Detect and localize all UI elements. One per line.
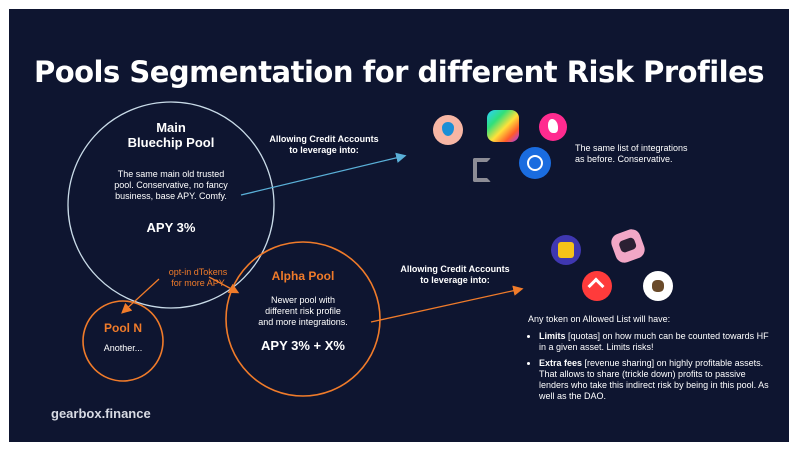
pool-n-name: Pool N: [104, 321, 142, 335]
optin-line1: opt-in dTokens: [168, 267, 228, 277]
convex-icon: [469, 154, 497, 188]
arrow-bottom: [370, 285, 524, 323]
alpha-pool-desc-line2: different risk profile: [265, 306, 341, 316]
maker-icon: [582, 271, 612, 301]
arrow-bottom-label: Allowing Credit Accounts to leverage int…: [385, 264, 525, 286]
bullet-limits-bold: Limits: [539, 331, 566, 341]
alpha-pool-name: Alpha Pool: [271, 269, 335, 283]
main-pool-desc-line2: pool. Conservative, no fancy: [114, 180, 228, 190]
pool-n-circle: [82, 300, 164, 382]
curve-icon: [487, 110, 519, 142]
lido-icon: [433, 115, 463, 145]
integrations-line1: The same list of integrations: [575, 143, 688, 153]
uniswap-icon: [539, 113, 567, 141]
cow-icon: [643, 271, 673, 301]
bullet-limits: Limits [quotas] on how much can be count…: [539, 331, 773, 353]
integrations-note: The same list of integrations as before.…: [575, 143, 775, 165]
alpha-pool-circle: [225, 241, 381, 397]
arrow-top-label-line1: Allowing Credit Accounts: [269, 134, 379, 144]
arrow-bottom-label-line1: Allowing Credit Accounts: [400, 264, 510, 274]
bullet-fees-bold: Extra fees: [539, 358, 583, 368]
pool-n-description: Another...: [103, 343, 143, 353]
arrow-top: [240, 152, 407, 196]
allowed-list: Any token on Allowed List will have: Lim…: [528, 314, 773, 407]
main-pool-desc-line3: business, base APY. Comfy.: [115, 191, 227, 201]
main-pool-name-line1: Main: [156, 120, 186, 135]
alpha-pool-apy: APY 3% + X%: [261, 338, 345, 353]
main-pool-description: The same main old trusted pool. Conserva…: [101, 169, 241, 202]
slide-title: Pools Segmentation for different Risk Pr…: [33, 55, 765, 89]
allowed-intro: Any token on Allowed List will have:: [528, 314, 671, 324]
bullet-limits-text: [quotas] on how much can be counted towa…: [539, 331, 769, 352]
main-pool-circle: [67, 101, 275, 309]
allowed-bullets: Limits [quotas] on how much can be count…: [528, 331, 773, 402]
main-pool-apy: APY 3%: [146, 220, 196, 235]
alpha-pool-desc-line1: Newer pool with: [270, 295, 336, 305]
bullet-fees-text: [revenue sharing] on highly profitable a…: [539, 358, 769, 401]
arrow-to-alpha: [208, 276, 240, 294]
alpha-pool-description: Newer pool with different risk profile a…: [243, 295, 363, 328]
integrations-line2: as before. Conservative.: [575, 154, 673, 164]
arrow-bottom-label-line2: to leverage into:: [420, 275, 490, 285]
optin-label: opt-in dTokens for more APY: [150, 267, 246, 289]
optin-line2: for more APY: [171, 278, 225, 288]
footer-brand: gearbox.finance: [51, 406, 151, 421]
yfi-icon: [551, 235, 581, 265]
slide: Pools Segmentation for different Risk Pr…: [9, 9, 789, 442]
arrow-top-label-line2: to leverage into:: [289, 145, 359, 155]
main-pool-desc-line1: The same main old trusted: [117, 169, 225, 179]
yearn-icon: [519, 147, 551, 179]
arrow-to-pool-n: [121, 278, 160, 314]
diagram-lines: [67, 101, 524, 397]
bullet-extra-fees: Extra fees [revenue sharing] on highly p…: [539, 358, 773, 402]
main-pool-name: Main Bluechip Pool: [101, 120, 241, 150]
arrow-top-label: Allowing Credit Accounts to leverage int…: [254, 134, 394, 156]
alpha-pool-desc-line3: and more integrations.: [258, 317, 348, 327]
main-pool-name-line2: Bluechip Pool: [127, 135, 215, 150]
